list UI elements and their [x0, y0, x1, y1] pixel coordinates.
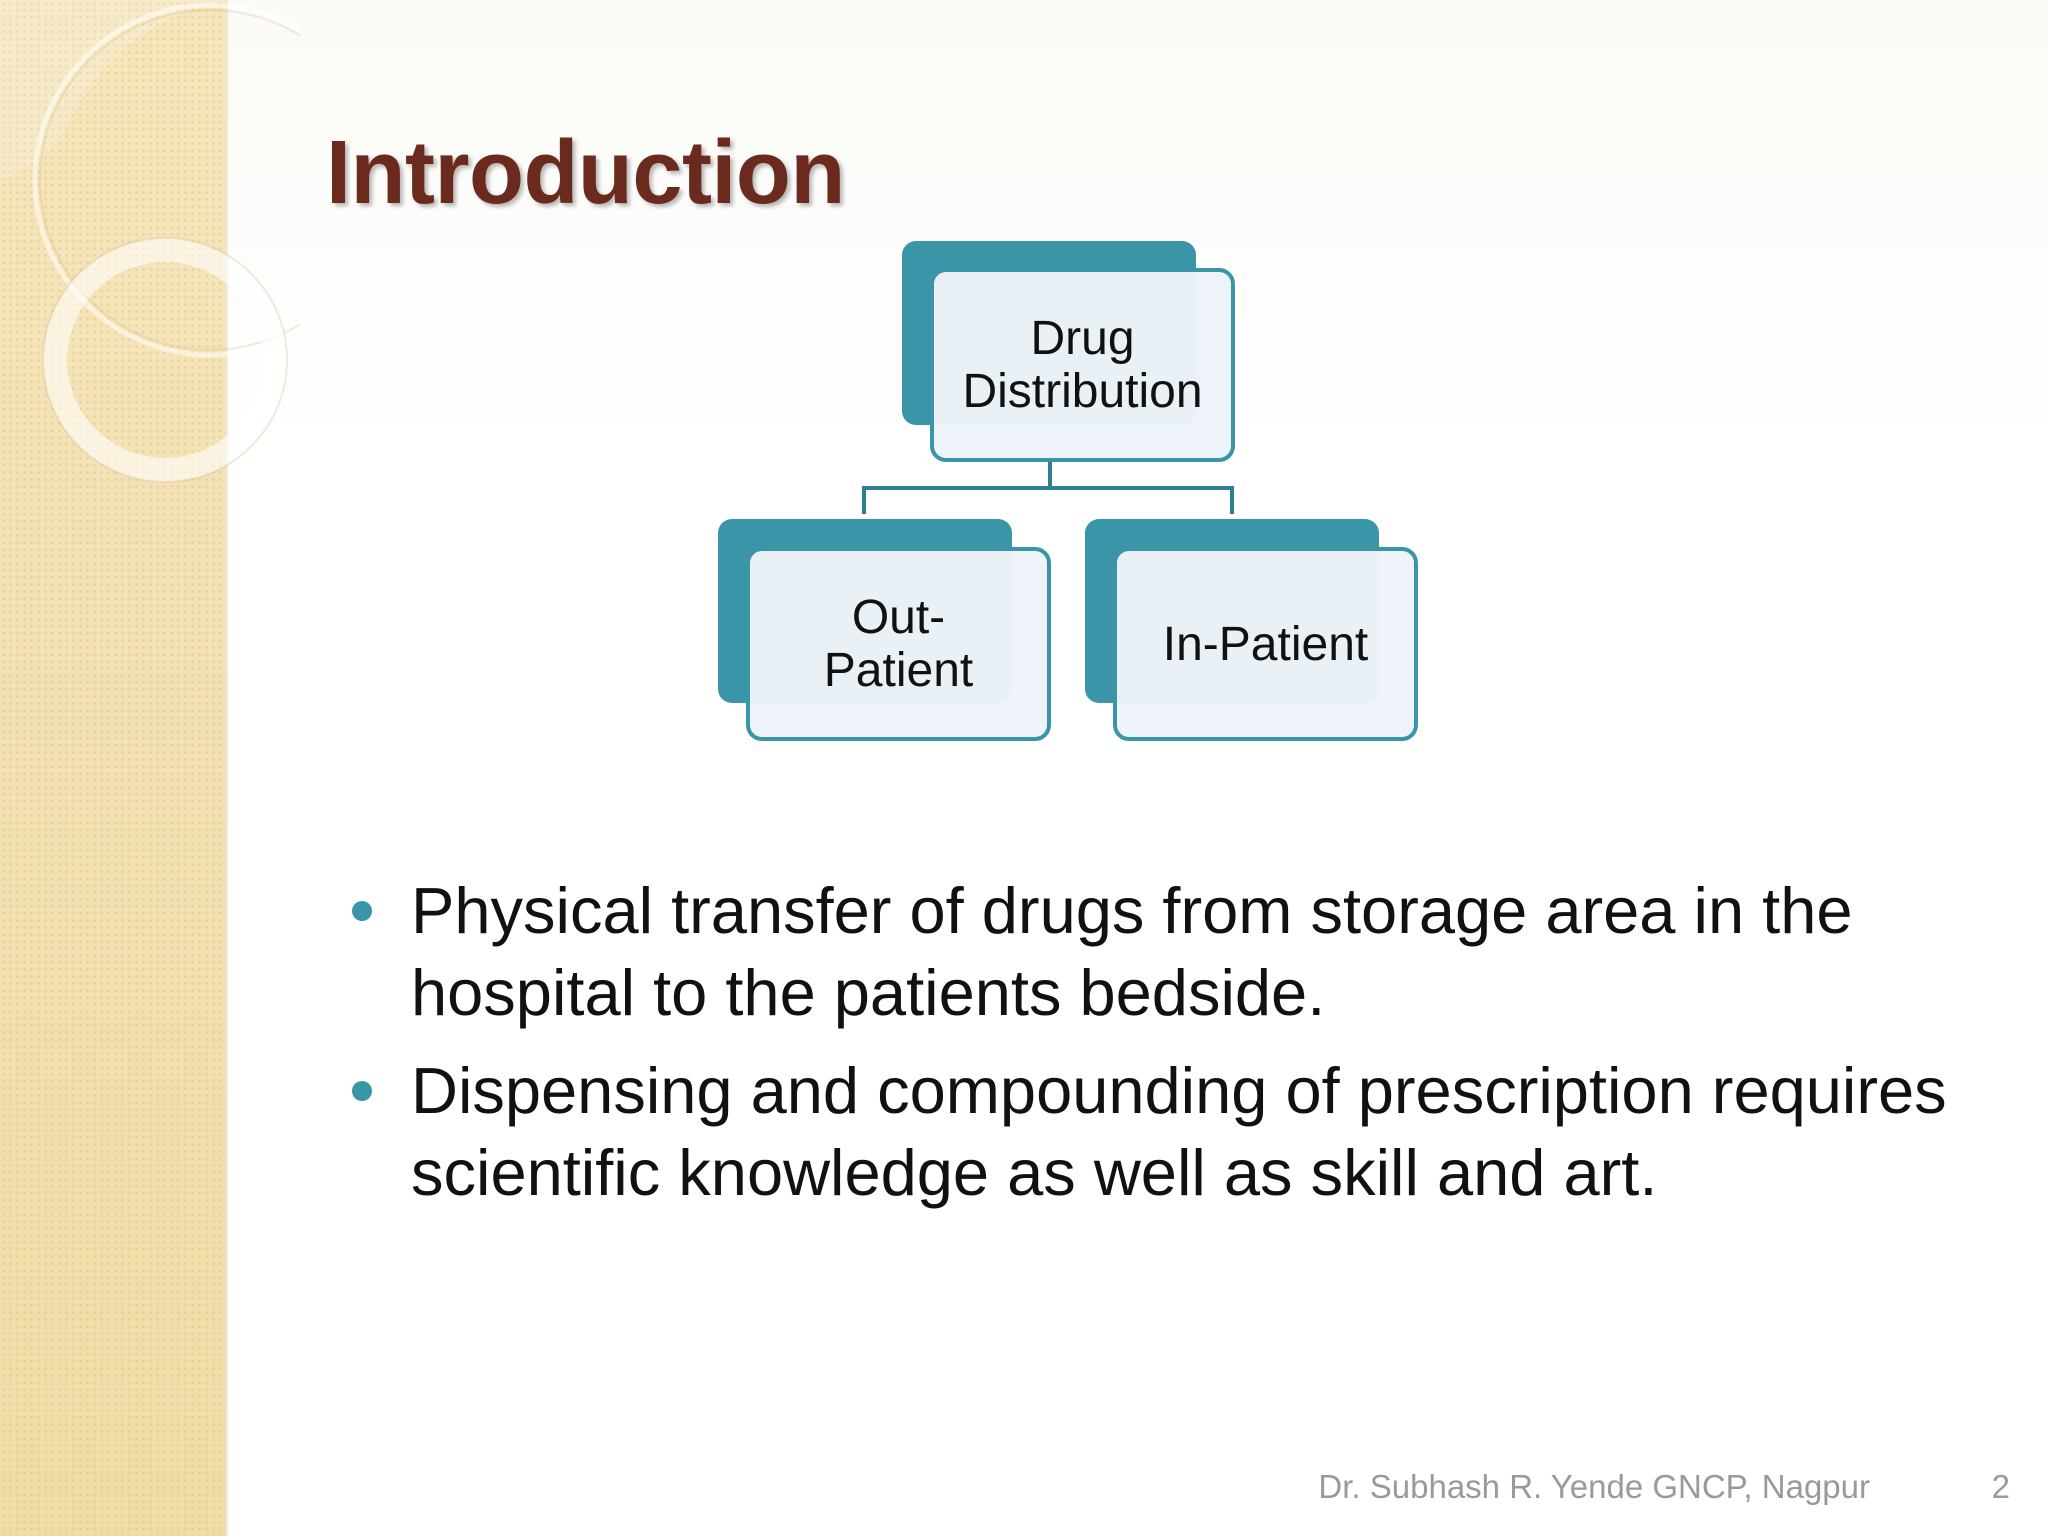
root-node-drug-distribution: Drug Distribution	[930, 268, 1235, 462]
connector-to-out-patient	[862, 486, 866, 514]
root-node-line-2: Distribution	[962, 365, 1203, 418]
slide-title: Introduction	[326, 123, 845, 223]
bullet-list: Physical transfer of drugs from storage …	[350, 870, 1990, 1230]
connector-horizontal	[862, 486, 1234, 490]
page-number: 2	[1991, 1468, 2010, 1505]
bullet-text: Physical transfer of drugs from storage …	[411, 874, 1853, 1029]
connector-to-in-patient	[1230, 486, 1234, 514]
in-patient-node: In-Patient	[1113, 547, 1418, 741]
out-patient-node: Out- Patient	[746, 547, 1051, 741]
in-patient-line-1: In-Patient	[1162, 617, 1369, 671]
bullet-item: Dispensing and compounding of prescripti…	[350, 1050, 1990, 1214]
side-band-edge	[226, 0, 229, 1536]
bullet-item: Physical transfer of drugs from storage …	[350, 870, 1990, 1034]
bullet-dot-icon	[352, 901, 372, 921]
out-patient-line-1: Out-	[851, 591, 946, 644]
bullet-dot-icon	[352, 1081, 372, 1101]
out-patient-line-2: Patient	[823, 644, 974, 697]
bullet-text: Dispensing and compounding of prescripti…	[411, 1054, 1947, 1209]
footer-author: Dr. Subhash R. Yende GNCP, Nagpur	[1318, 1468, 1870, 1505]
decorative-rings	[0, 0, 300, 483]
root-node-line-1: Drug	[1030, 312, 1135, 365]
connector-root-down	[1048, 462, 1052, 490]
org-chart-diagram: Drug Distribution Out- Patient In-Patien…	[718, 241, 1418, 741]
